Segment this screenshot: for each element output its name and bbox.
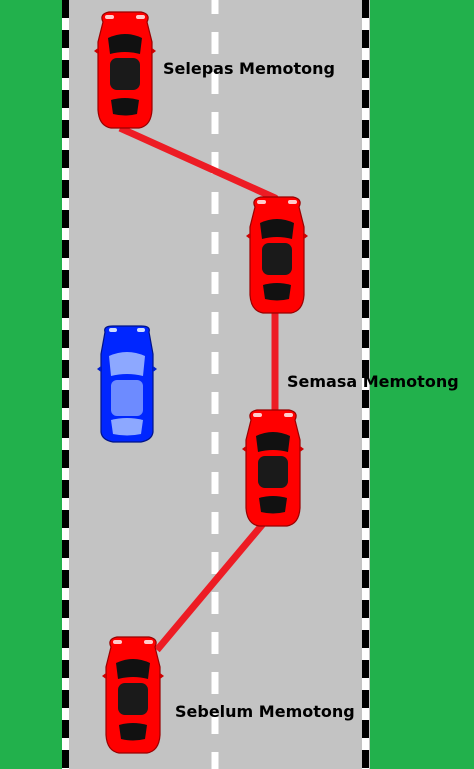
- car-during-overtaking-lower: [241, 409, 305, 527]
- overtaken-blue-car: [96, 325, 158, 443]
- right-road-edge: [362, 0, 369, 769]
- grass-left: [0, 0, 62, 769]
- label-after-overtaking: Selepas Memotong: [163, 59, 335, 78]
- grass-right: [370, 0, 474, 769]
- label-before-overtaking: Sebelum Memotong: [175, 702, 355, 721]
- car-during-overtaking-upper: [245, 196, 309, 314]
- car-before-overtaking: [101, 636, 165, 754]
- car-after-overtaking: [93, 11, 157, 129]
- left-road-edge: [62, 0, 69, 769]
- label-during-overtaking: Semasa Memotong: [287, 372, 459, 391]
